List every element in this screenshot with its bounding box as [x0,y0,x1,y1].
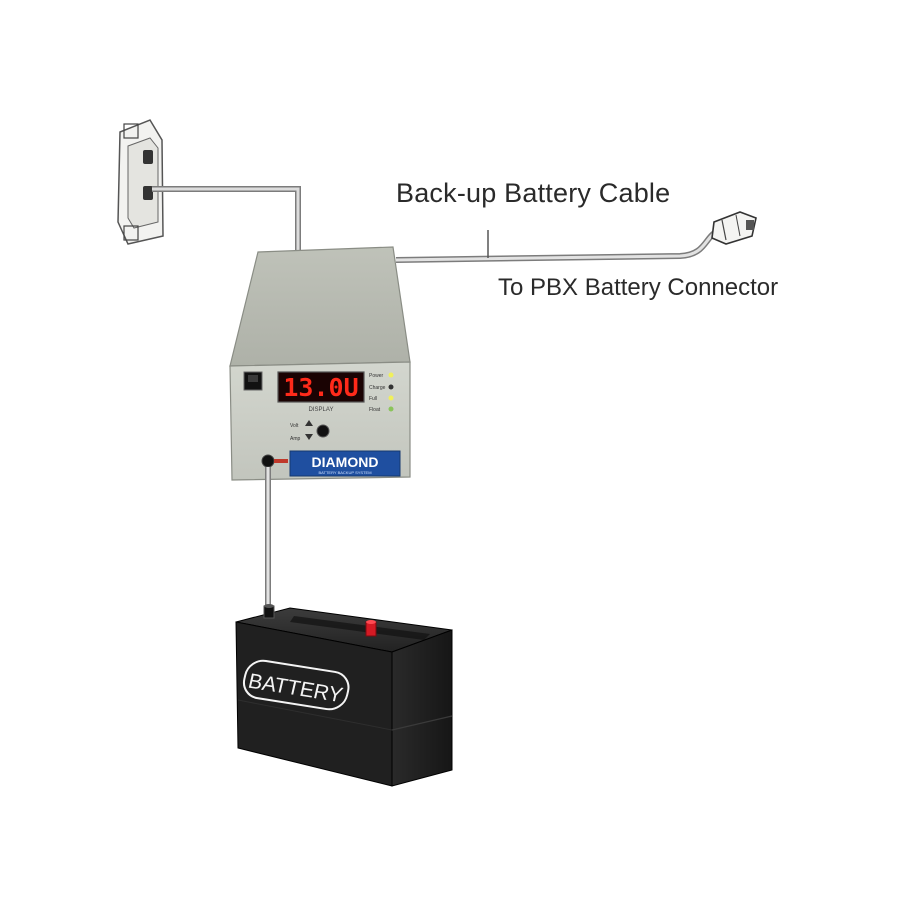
battery-label-frame [242,659,350,711]
amp-arrow-icon [305,434,313,440]
adjust-knob [316,424,330,438]
brand-name: DIAMOND [312,454,379,470]
indicator-label: Charge [369,385,386,391]
ac-power-cable [152,186,301,252]
dc-output-jack [261,454,275,468]
brand-plate [289,450,401,477]
indicator-float-led [388,406,394,412]
outlet-corner-bottom [123,225,139,241]
pbx-connector-label: To PBX Battery Connector [498,274,779,301]
led-display [277,371,365,403]
knob-label: Volt [290,423,299,429]
positive-terminal [365,621,377,637]
indicator-power-led [388,372,394,378]
outlet-socket-top [143,150,153,164]
pbx-connector-plug [711,211,757,245]
indicator-label: Full [369,396,377,402]
indicator-full-led [388,395,394,401]
brand-subtitle: BATTERY BACKUP SYSTEM [318,470,371,475]
outlet-corner-top [123,123,139,139]
charger-unit: 13.0U DISPLAY Power Charge Full Float Vo… [229,246,411,481]
battery: BATTERY [235,604,453,787]
display-readout: 13.0U [283,373,358,402]
backup-cable-label: Back-up Battery Cable [396,178,671,208]
indicator-label: Float [369,407,381,413]
outlet-socket-bottom [143,186,153,200]
display-caption: DISPLAY [309,407,334,413]
knob-label: Amp [290,436,301,442]
indicator-panel: Power Charge Full Float [369,372,394,413]
wall-outlet [117,119,164,245]
backup-battery-cable [395,225,728,263]
battery-side [391,629,453,787]
indicator-label: Power [369,373,384,379]
volt-arrow-icon [305,420,313,426]
charger-top-face [229,246,411,367]
indicator-charge-led [388,384,394,390]
